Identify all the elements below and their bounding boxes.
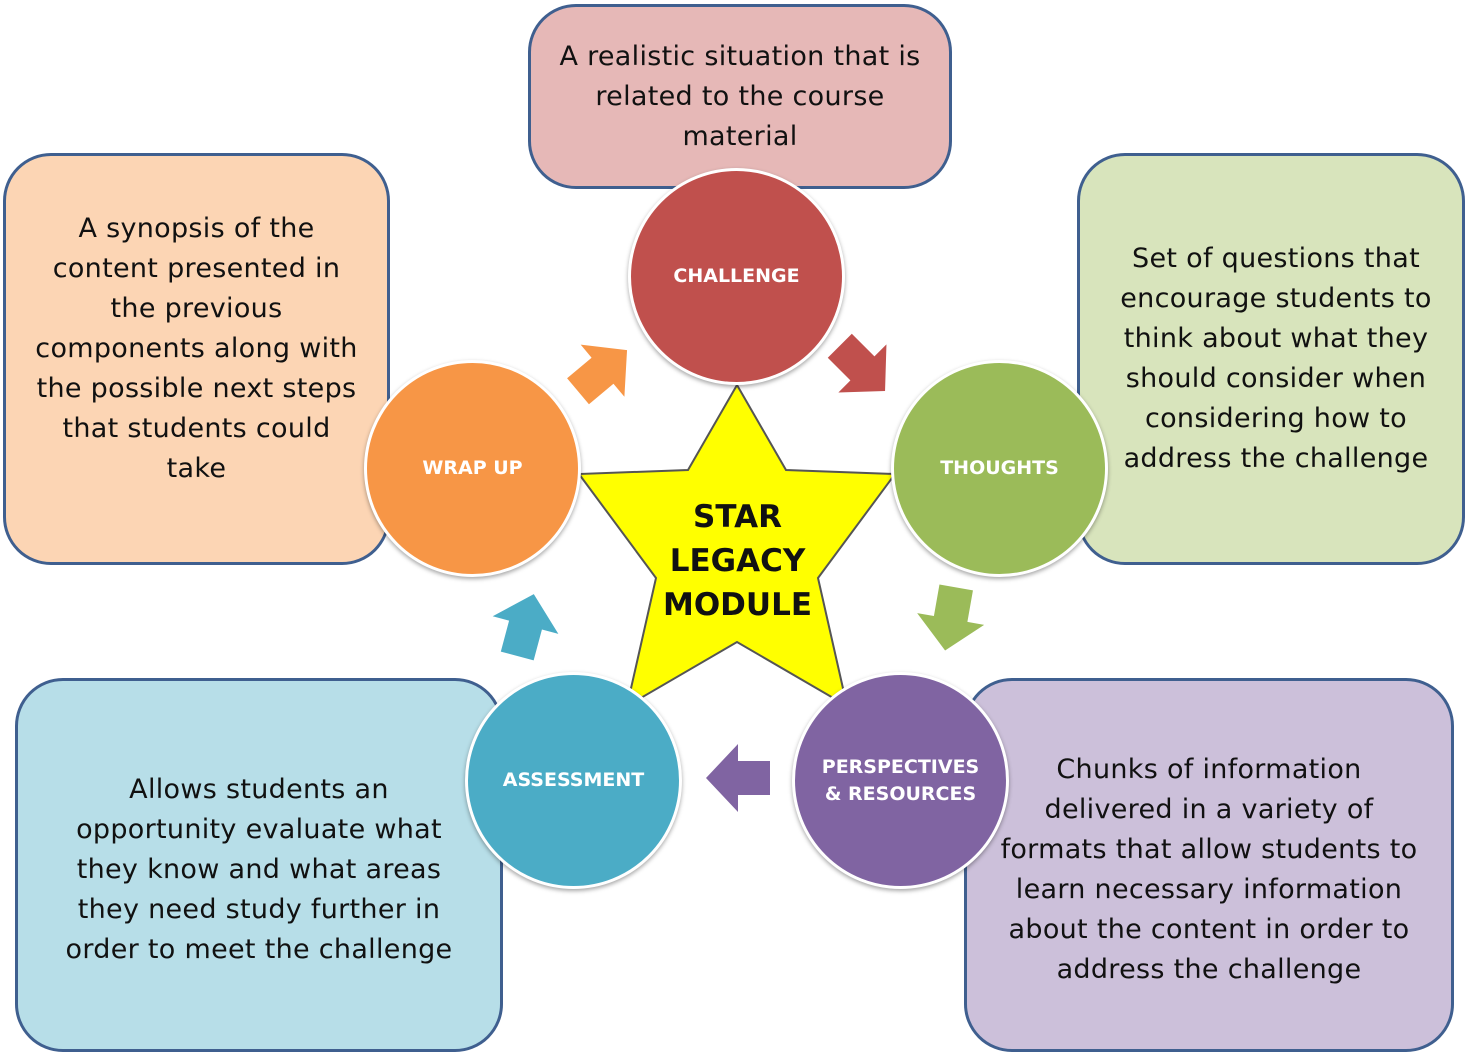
center-label: STAR LEGACY MODULE xyxy=(662,499,813,623)
challenge-circle: CHALLENGE xyxy=(628,168,845,385)
assessment-description-box: Allows students an opportunity evaluate … xyxy=(15,678,503,1052)
arrow-perspectives-to-assessment xyxy=(706,744,770,812)
arrow-challenge-to-thoughts xyxy=(827,333,887,393)
challenge-description: A realistic situation that is related to… xyxy=(559,40,921,152)
thoughts-description-box: Set of questions that encourage students… xyxy=(1077,153,1465,565)
perspectives-description: Chunks of information delivered in a var… xyxy=(1000,754,1418,985)
arrow-assessment-to-wrapup xyxy=(492,594,559,661)
perspectives-description-box: Chunks of information delivered in a var… xyxy=(964,678,1454,1052)
challenge-label: CHALLENGE xyxy=(673,265,800,287)
wrapup-label: WRAP UP xyxy=(422,457,523,479)
thoughts-label: THOUGHTS xyxy=(940,457,1059,479)
wrapup-description: A synopsis of the content presented in t… xyxy=(35,213,358,484)
star-polygon xyxy=(577,382,897,709)
assessment-circle: ASSESSMENT xyxy=(465,672,682,889)
arrow-wrapup-to-challenge xyxy=(567,344,628,405)
challenge-description-box: A realistic situation that is related to… xyxy=(528,4,952,189)
arrow-thoughts-to-perspectives xyxy=(917,584,985,651)
thoughts-circle: THOUGHTS xyxy=(891,360,1108,577)
wrapup-circle: WRAP UP xyxy=(364,360,581,577)
assessment-description: Allows students an opportunity evaluate … xyxy=(65,774,453,965)
thoughts-description: Set of questions that encourage students… xyxy=(1120,243,1432,474)
assessment-label: ASSESSMENT xyxy=(502,769,645,791)
perspectives-label: PERSPECTIVES & RESOURCES xyxy=(821,755,980,805)
perspectives-circle: PERSPECTIVES & RESOURCES xyxy=(792,672,1009,889)
wrapup-description-box: A synopsis of the content presented in t… xyxy=(3,153,390,565)
